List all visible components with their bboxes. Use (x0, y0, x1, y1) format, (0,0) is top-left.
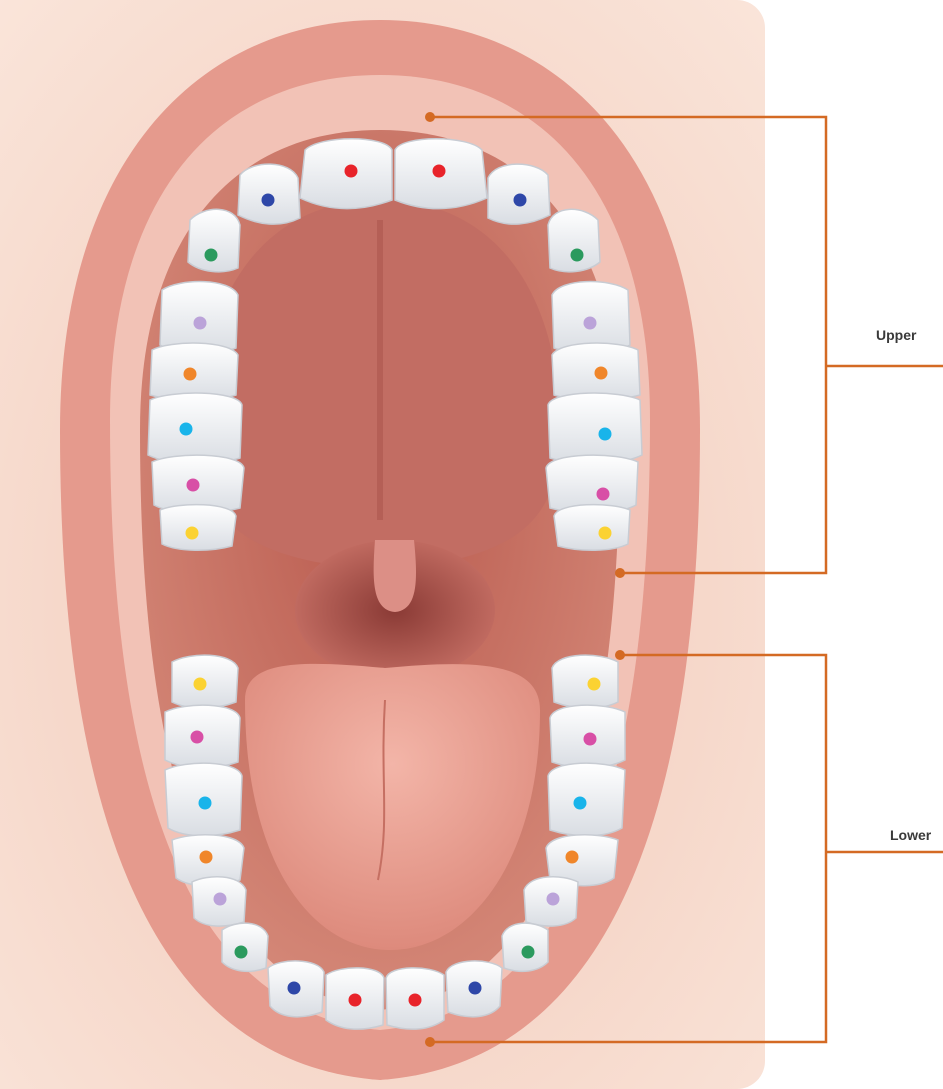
upper-right-first-premolar-dot (584, 317, 597, 330)
lower-right-first-premolar-dot (547, 893, 560, 906)
lower-throat-endpoint (615, 650, 625, 660)
upper-left-lateral-incisor-dot (262, 194, 275, 207)
leader-endpoints (425, 112, 625, 1047)
upper-right-central-incisor-dot (433, 165, 446, 178)
tooth-markers (180, 165, 612, 1007)
upper-left-first-molar-dot (180, 423, 193, 436)
upper-label: Upper (876, 327, 916, 343)
upper-right-lateral-incisor-dot (514, 194, 527, 207)
upper-left-second-premolar-dot (184, 368, 197, 381)
upper-right-canine-dot (571, 249, 584, 262)
lower-right-third-molar-dot (588, 678, 601, 691)
upper-left-central-incisor-dot (345, 165, 358, 178)
lower-right-central-incisor-dot (409, 994, 422, 1007)
upper-left-second-molar-dot (187, 479, 200, 492)
lower-bracket-line (430, 655, 826, 1042)
lower-left-second-molar-dot (191, 731, 204, 744)
leader-lines (430, 117, 943, 1042)
upper-right-first-molar-dot (599, 428, 612, 441)
upper-bracket-line (430, 117, 826, 573)
upper-right-second-molar-dot (597, 488, 610, 501)
upper-left-canine-dot (205, 249, 218, 262)
upper-right-third-molar-dot (599, 527, 612, 540)
lower-left-lateral-incisor-dot (288, 982, 301, 995)
upper-lip-endpoint (425, 112, 435, 122)
lower-right-lateral-incisor-dot (469, 982, 482, 995)
lower-left-third-molar-dot (194, 678, 207, 691)
lower-right-second-premolar-dot (566, 851, 579, 864)
upper-throat-endpoint (615, 568, 625, 578)
lower-right-second-molar-dot (584, 733, 597, 746)
lower-right-first-molar-dot (574, 797, 587, 810)
upper-right-second-premolar-dot (595, 367, 608, 380)
lower-left-second-premolar-dot (200, 851, 213, 864)
lower-left-first-premolar-dot (214, 893, 227, 906)
lower-left-first-molar-dot (199, 797, 212, 810)
upper-left-first-premolar-dot (194, 317, 207, 330)
lower-left-central-incisor-dot (349, 994, 362, 1007)
upper-left-third-molar-dot (186, 527, 199, 540)
lower-left-canine-dot (235, 946, 248, 959)
lower-right-canine-dot (522, 946, 535, 959)
lower-label: Lower (890, 827, 931, 843)
lower-lip-endpoint (425, 1037, 435, 1047)
